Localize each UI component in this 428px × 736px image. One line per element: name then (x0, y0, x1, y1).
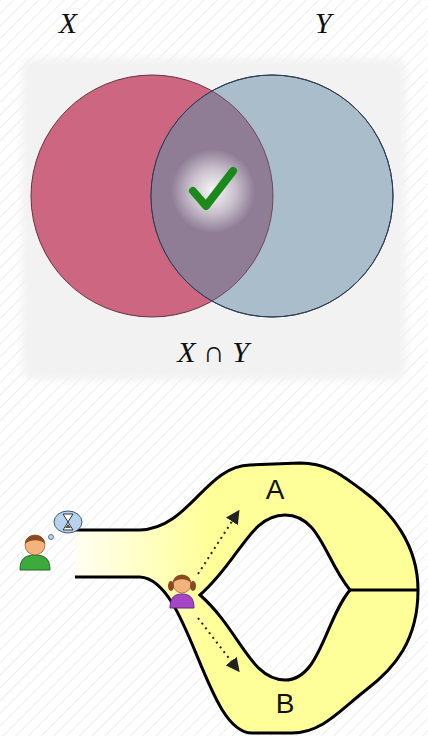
path-label: B (276, 688, 295, 720)
circle-outline (151, 5, 395, 321)
prover-figure (168, 575, 196, 608)
circle-border (31, 75, 273, 317)
path-arrow (198, 512, 238, 574)
set-circle-fill (151, 75, 393, 317)
cave-entrance-wall (75, 530, 140, 577)
cave-floor (75, 463, 418, 733)
circle-border (151, 75, 393, 317)
set-circle: Y (151, 5, 395, 321)
cave-inner-wall (200, 515, 350, 680)
check-glow (171, 149, 255, 233)
cave-outer-wall (140, 463, 418, 733)
intersection-caption: X ∩ Y (177, 335, 249, 369)
path-label: A (266, 474, 285, 506)
magic-door (350, 589, 418, 592)
path-arrow (198, 618, 238, 670)
venn-panel (22, 58, 406, 380)
check-mark (193, 171, 233, 206)
intersection-region (151, 75, 393, 317)
thought-bubble (49, 511, 83, 540)
set-name: Y (315, 6, 332, 39)
verifier-figure (20, 535, 50, 570)
set-name: X (59, 6, 77, 39)
